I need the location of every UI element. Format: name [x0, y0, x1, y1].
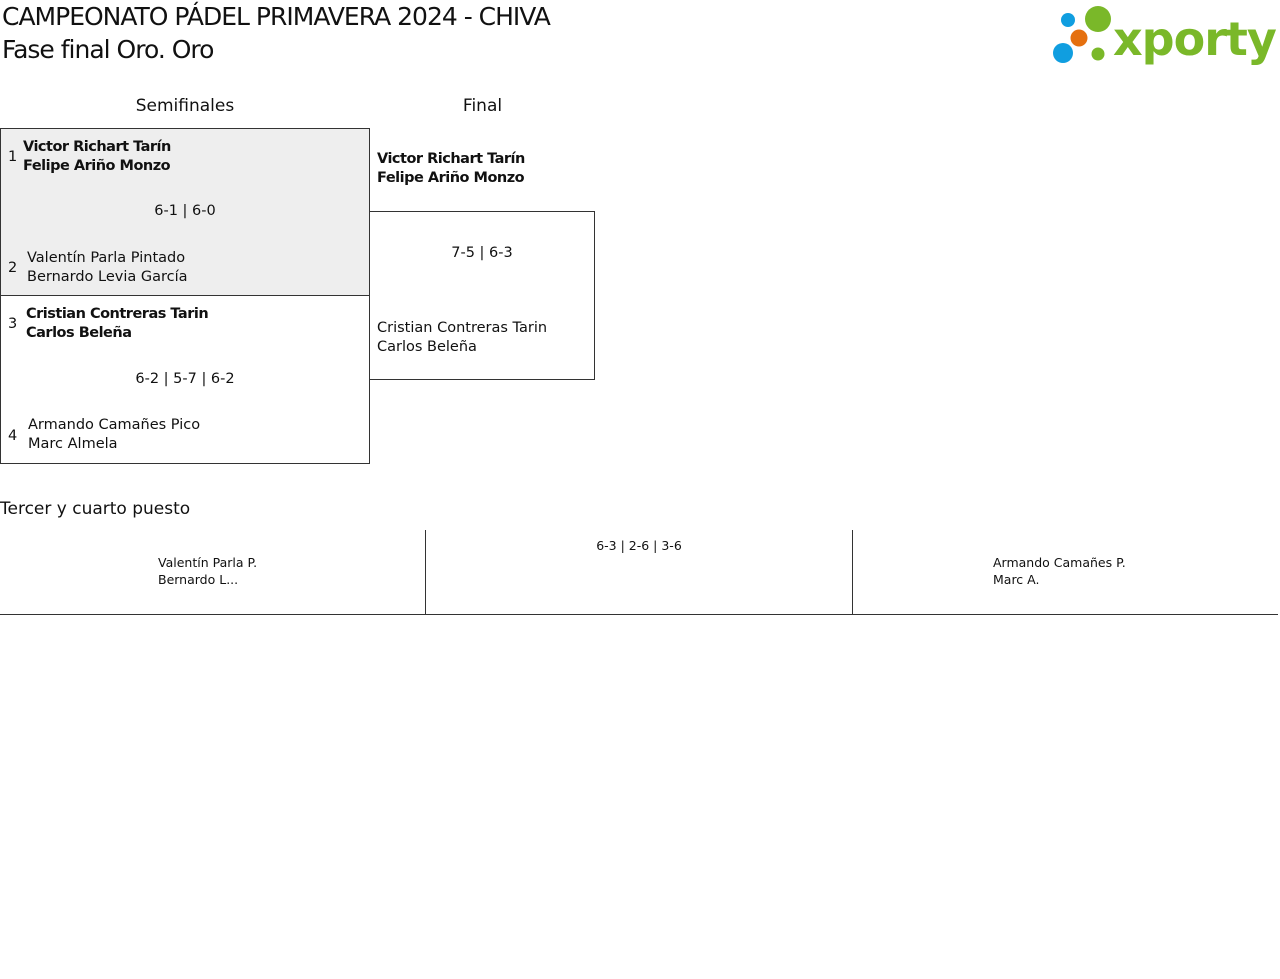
seed: 3	[8, 316, 18, 332]
match-score: 7-5 | 6-3	[451, 245, 513, 261]
third-team-b: Armando Camañes P.Marc A.	[993, 555, 1126, 587]
third-team-a: Valentín Parla P.Bernardo L...	[158, 555, 258, 587]
third-place-title: Tercer y cuarto puesto	[0, 499, 191, 519]
tournament-title: CAMPEONATO PÁDEL PRIMAVERA 2024 - CHIVA	[2, 2, 551, 31]
match-score: 6-2 | 5-7 | 6-2	[135, 371, 235, 387]
seed: 1	[8, 149, 18, 165]
seed: 2	[8, 260, 18, 276]
divider	[425, 530, 426, 614]
match-score: 6-1 | 6-0	[154, 203, 216, 219]
xporty-logo: xporty	[1050, 4, 1278, 66]
logo-text: xporty	[1113, 12, 1276, 66]
round-header-semis: Semifinales	[135, 96, 235, 116]
match-score: 6-3 | 2-6 | 3-6	[596, 538, 682, 553]
third-place-match[interactable]: Valentín Parla P.Bernardo L... 6-3 | 2-6…	[0, 530, 1278, 615]
seed: 4	[8, 428, 18, 444]
round-header-final: Final	[462, 96, 503, 116]
divider	[852, 530, 853, 614]
phase-subtitle: Fase final Oro. Oro	[2, 35, 214, 64]
